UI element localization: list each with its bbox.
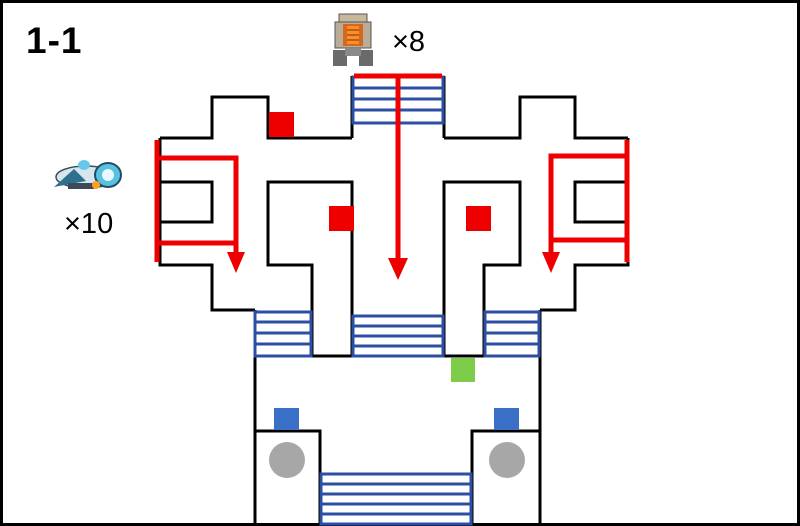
stairs-mid-right [483,310,541,358]
route-left [154,140,239,262]
pillar-circle [269,442,305,478]
turret-robot-icon [333,13,373,66]
goal-marker [451,358,475,382]
route-top [354,73,442,262]
blue-marker [494,408,519,430]
pillar-circle [489,442,525,478]
flying-ship-icon [54,160,122,189]
stage-label: 1-1 [26,20,83,61]
enemy-count-ship: ×10 [64,208,114,240]
enemy-marker [466,206,491,231]
enemy-marker [269,112,294,137]
arrow-head-left [227,252,245,273]
stairs-mid-left [253,310,313,358]
enemy-count-turret: ×8 [392,26,426,58]
route-right [548,140,630,262]
stairs-mid-center [351,314,445,358]
enemy-marker [329,206,354,231]
arrow-head-right [542,252,560,273]
arrow-head-center [388,258,408,280]
map-walls [158,76,630,526]
blue-marker [274,408,299,430]
stairs-bottom [319,472,473,526]
